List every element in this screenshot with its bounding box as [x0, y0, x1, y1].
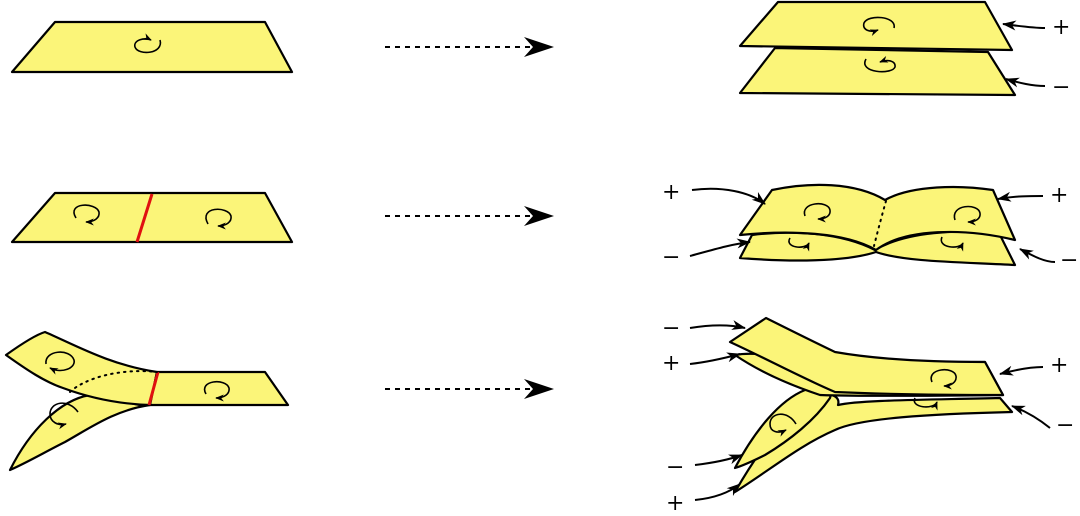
orientation-circle-icon — [788, 237, 810, 252]
sign-label: + — [1050, 183, 1068, 208]
sheet-bottom-branch — [8, 393, 152, 472]
orientation-circle-icon — [205, 208, 232, 230]
orientation-circle-icon — [134, 33, 161, 54]
sheet — [10, 20, 294, 74]
sign-label: + — [1050, 353, 1068, 378]
pointer-arrow-icon — [691, 187, 766, 205]
sign-label: + — [662, 180, 680, 205]
orientation-circle-icon — [73, 204, 100, 226]
dotted-seam — [69, 370, 158, 393]
sheet-upper — [738, 0, 1014, 52]
sign-label: − — [662, 245, 680, 270]
row-2: + − + − — [10, 180, 1078, 273]
pointer-arrow-icon — [694, 454, 743, 466]
sign-label: + — [662, 351, 680, 376]
orientation-circle-icon — [953, 205, 981, 226]
pointer-arrow-icon — [1005, 77, 1046, 88]
pointer-arrow-icon — [1019, 248, 1056, 263]
orientation-circle-icon — [940, 236, 964, 252]
orientation-circle-icon — [203, 381, 230, 402]
pointer-arrow-icon — [997, 191, 1044, 202]
pointer-arrow-icon — [689, 320, 746, 330]
sheet-middle-branch — [733, 387, 832, 470]
pointer-arrow-icon — [999, 365, 1044, 376]
orientation-circle-icon — [49, 402, 79, 430]
sign-label: − — [1060, 248, 1078, 273]
orientation-circle-icon — [913, 397, 938, 411]
pointer-arrow-icon — [689, 238, 751, 257]
sign-label: − — [1056, 413, 1074, 438]
sign-label: − — [662, 316, 680, 341]
pointer-arrow-icon — [1011, 405, 1051, 429]
orientation-circle-icon — [930, 369, 957, 390]
orientation-circle-icon — [803, 203, 831, 223]
row-3: − + − + + − — [4, 316, 1074, 516]
pointer-arrow-icon — [694, 483, 741, 501]
sheet-top-branch — [4, 330, 159, 407]
sign-label: − — [1052, 75, 1070, 100]
sheet-upper — [738, 183, 1017, 252]
sheet-top-layer — [728, 316, 1005, 397]
orientation-circle-icon — [769, 413, 797, 437]
row-1: + − — [10, 0, 1070, 100]
pointer-arrow-icon — [689, 352, 741, 365]
seam-line — [135, 193, 154, 243]
sheet-right-face — [148, 370, 290, 407]
sign-label: + — [666, 491, 684, 516]
sheet — [10, 191, 294, 244]
seam-line — [147, 371, 160, 406]
sign-label: + — [1052, 15, 1070, 40]
orientation-circle-icon — [862, 16, 895, 37]
orientation-circle-icon — [864, 55, 896, 73]
orientation-circle-icon — [45, 351, 75, 375]
sign-label: − — [666, 455, 684, 480]
pointer-arrow-icon — [1002, 20, 1046, 31]
